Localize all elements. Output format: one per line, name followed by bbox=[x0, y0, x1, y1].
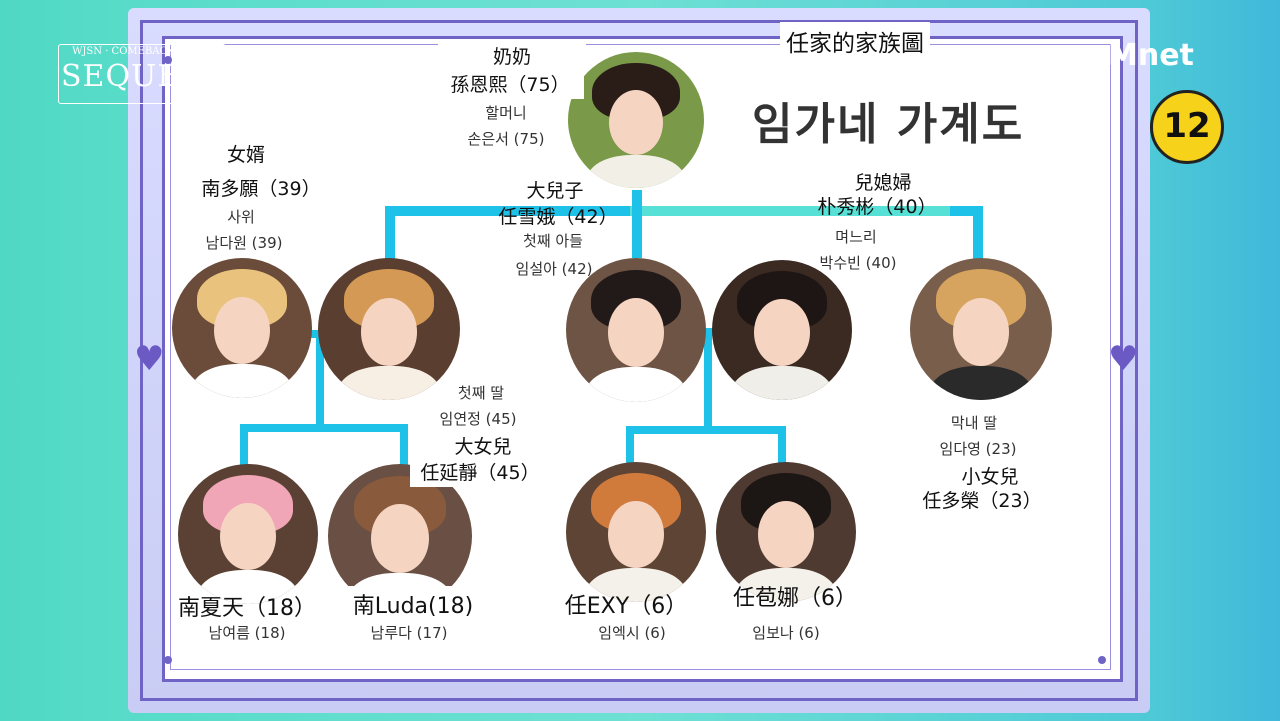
connector-right-branch bbox=[630, 206, 950, 216]
avatar-grandma bbox=[568, 52, 704, 188]
avatar-grandchild-3 bbox=[566, 462, 706, 602]
first-daughter-role-zh: 大女兒 bbox=[454, 436, 512, 458]
son-in-law-role-zh: 女婿 bbox=[226, 144, 265, 166]
right-heart-icon: ♥ bbox=[1108, 339, 1139, 379]
corner-dot-icon bbox=[164, 56, 172, 64]
frame-left-line bbox=[140, 20, 143, 701]
grandma-role-ko: 할머니 bbox=[485, 104, 527, 122]
connector-right-end bbox=[950, 206, 980, 216]
grandchild-4-name-ko: 임보나 (6) bbox=[752, 624, 820, 642]
corner-dot-icon bbox=[1098, 656, 1106, 664]
title-korean: 임가네 가계도 bbox=[752, 99, 1025, 150]
show-logo: WJSN · COMEBACK SHOW SEQUENCE bbox=[58, 44, 255, 104]
grandchild-3-name-ko: 임엑시 (6) bbox=[598, 624, 666, 642]
first-son-name-ko: 임설아 (42) bbox=[515, 260, 593, 278]
son-in-law-name-zh: 南多願（39） bbox=[201, 178, 321, 200]
left-heart-icon: ♥ bbox=[134, 339, 165, 379]
first-daughter-name-ko: 임연정 (45) bbox=[439, 410, 517, 428]
youngest-daughter-role-zh: 小女兒 bbox=[961, 466, 1019, 488]
title-chinese: 任家的家族圖 bbox=[780, 22, 930, 60]
avatar-grandchild-2 bbox=[328, 464, 472, 608]
connector-center-children-bar bbox=[626, 426, 786, 434]
corner-dot-icon bbox=[164, 656, 172, 664]
grandma-name-zh: 孫恩熙（75） bbox=[436, 68, 584, 99]
frame-bottom-line bbox=[140, 698, 1138, 701]
grandma-role-zh: 奶奶 bbox=[438, 40, 586, 71]
connector-child-2 bbox=[400, 424, 408, 466]
first-son-role-ko: 첫째 아들 bbox=[523, 232, 583, 250]
avatar-youngest-daughter bbox=[910, 258, 1052, 400]
promo-line-2: 7월 5일 (화) 저녁 7시 bbox=[236, 78, 395, 97]
grandchild-1-name-ko: 남여름 (18) bbox=[208, 624, 286, 642]
channel-logo: Mnet bbox=[1108, 38, 1194, 73]
son-in-law-role-ko: 사위 bbox=[227, 208, 255, 226]
daughter-in-law-role-zh: 兒媳婦 bbox=[854, 172, 912, 194]
connector-left-children bbox=[316, 334, 324, 426]
youngest-daughter-name-zh: 任多榮（23） bbox=[922, 490, 1042, 512]
connector-left-branch bbox=[385, 206, 630, 216]
connector-left-drop bbox=[385, 206, 395, 262]
connector-right-drop bbox=[973, 206, 983, 260]
show-logo-title: SEQUENCE bbox=[61, 59, 255, 94]
first-son-name-zh: 任雪娥（42） bbox=[498, 206, 618, 228]
grandchild-2-name-ko: 남루다 (17) bbox=[370, 624, 448, 642]
connector-child-1 bbox=[240, 424, 248, 466]
youngest-daughter-role-ko: 막내 딸 bbox=[950, 414, 998, 432]
connector-center-drop bbox=[632, 190, 642, 258]
grandchild-1-name-zh: 南夏天（18） bbox=[178, 596, 316, 621]
frame-right-line bbox=[1135, 20, 1138, 701]
youngest-daughter-name-ko: 임다영 (23) bbox=[939, 440, 1017, 458]
grandchild-2-name-zh: 南Luda(18) bbox=[334, 586, 492, 622]
show-logo-subtitle: WJSN · COMEBACK SHOW bbox=[72, 46, 212, 57]
avatar-first-daughter bbox=[318, 258, 460, 400]
connector-left-children-bar bbox=[240, 424, 408, 432]
daughter-in-law-name-zh: 朴秀彬（40） bbox=[817, 196, 937, 218]
first-son-role-zh: 大兒子 bbox=[526, 180, 584, 202]
frame-top-line bbox=[140, 20, 1138, 23]
grandchild-4-name-zh: 任苞娜（6） bbox=[733, 586, 857, 611]
son-in-law-name-ko: 남다원 (39) bbox=[205, 234, 283, 252]
family-tree-panel-border bbox=[170, 44, 1111, 670]
first-daughter-name-zh: 任延靜（45） bbox=[410, 456, 550, 487]
daughter-in-law-role-ko: 며느리 bbox=[835, 228, 877, 246]
daughter-in-law-name-ko: 박수빈 (40) bbox=[819, 254, 897, 272]
grandchild-3-name-zh: 任EXY（6） bbox=[564, 594, 688, 619]
connector-child-4 bbox=[778, 426, 786, 466]
grandma-name-ko: 손은서 (75) bbox=[467, 130, 545, 148]
promo-line-1: 우주소녀 컴백쇼 bbox=[236, 54, 345, 73]
avatar-son-in-law bbox=[172, 258, 312, 398]
age-rating-badge: 12 bbox=[1150, 90, 1224, 164]
avatar-grandchild-1 bbox=[178, 464, 318, 604]
avatar-grandchild-4 bbox=[716, 462, 856, 602]
first-daughter-role-ko: 첫째 딸 bbox=[457, 384, 505, 402]
avatar-daughter-in-law bbox=[712, 260, 852, 400]
connector-child-3 bbox=[626, 426, 634, 466]
avatar-first-son bbox=[566, 258, 706, 402]
connector-center-children bbox=[704, 332, 712, 428]
